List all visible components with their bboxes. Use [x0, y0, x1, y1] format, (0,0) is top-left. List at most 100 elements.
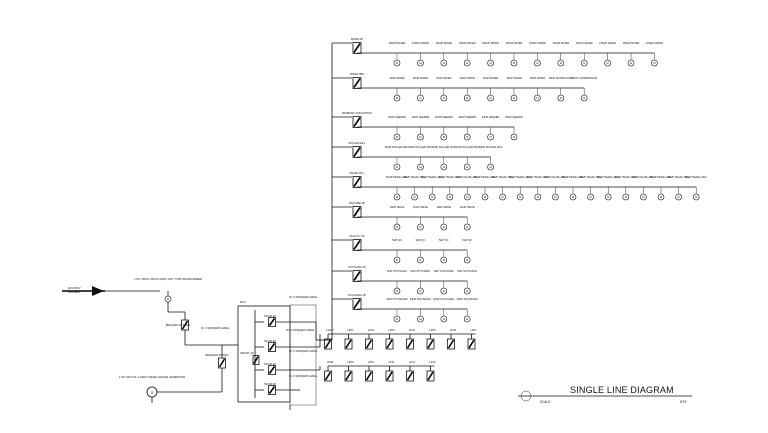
- motor-label: 10HP SIEVE: [460, 205, 475, 209]
- section-breaker-label: MIXER DBG: [350, 72, 365, 76]
- motor: M: [417, 223, 424, 231]
- motor-label: 50HP PEARL MILL: [404, 175, 427, 179]
- breaker-frame: [406, 338, 414, 350]
- breaker-blade: [253, 356, 259, 364]
- motor: M: [393, 287, 401, 295]
- motor-circle: [627, 59, 635, 67]
- transformer-label: 1 NO. 5MVA, 33KV/0.433KV, DRY TYPE TRANS…: [134, 277, 202, 281]
- motor-circle: [463, 133, 471, 141]
- motor: M: [393, 193, 401, 201]
- breaker-blade: [427, 339, 434, 349]
- motor-label: 150HP MIXER: [435, 41, 452, 45]
- breaker-blade: [268, 386, 276, 394]
- motor-symbol: M: [443, 225, 445, 229]
- breaker-frame: [324, 338, 332, 350]
- motor-circle: [411, 193, 418, 201]
- motor-label: 10HP SIEVE: [436, 205, 451, 209]
- motor-circle: [604, 59, 611, 67]
- row-label: LP04: [409, 328, 416, 332]
- utility-label-1: 11KV/33KV: [67, 286, 80, 290]
- motor-symbol: M: [536, 61, 538, 65]
- motor: M: [393, 256, 401, 264]
- motor-symbol: M: [630, 61, 632, 65]
- row-label: LP10: [368, 360, 375, 364]
- mcc-sub-3: MCCB 3P: [255, 362, 292, 375]
- motor: M: [463, 133, 471, 141]
- motor: M: [463, 223, 471, 231]
- motor-circle: [552, 193, 559, 201]
- motor-circle: [692, 193, 700, 201]
- motor-symbol: M: [431, 195, 433, 199]
- motor-label: 50HP ROLLER MILL: [432, 145, 457, 149]
- motor: M: [417, 287, 424, 295]
- motor-label: 150HP MIXER: [599, 41, 616, 45]
- motor-symbol: M: [607, 195, 609, 199]
- motor-circle: [510, 94, 518, 102]
- motor-symbol: M: [443, 61, 445, 65]
- motor-circle: [417, 133, 424, 141]
- incomer-breaker-label: BREAKER 3P 4000A: [166, 323, 191, 327]
- breaker-blade: [324, 339, 332, 349]
- motor-circle: [510, 133, 518, 141]
- motor-label: 150HP MIXER: [623, 41, 640, 45]
- scale-label: SCALE: [540, 400, 550, 404]
- motor: M: [557, 94, 565, 102]
- row-label: LP09: [347, 360, 354, 364]
- motor-label: 30HP MIXER: [483, 76, 499, 80]
- motor-circle: [428, 193, 436, 201]
- distribution-frame: [289, 304, 317, 406]
- motor-symbol: M: [396, 61, 398, 65]
- motor: M: [463, 256, 471, 264]
- motor: M: [393, 223, 401, 231]
- motor-circle: [557, 94, 565, 102]
- motor: M: [692, 193, 700, 201]
- breaker-blade: [386, 339, 393, 349]
- motor: M: [587, 193, 594, 201]
- motor-label: 30HP FEEDER: [412, 115, 430, 119]
- title-marker: [520, 390, 532, 402]
- motor-circle: [463, 223, 471, 231]
- motor: M: [534, 193, 542, 201]
- row-label: LIGHT: [326, 328, 334, 332]
- motor: M: [640, 193, 647, 201]
- motor-circle: [440, 94, 448, 102]
- motor-label: 5HP QC: [416, 238, 426, 242]
- motor-label: 50HP PEARL MILL: [685, 175, 708, 179]
- motor-symbol: M: [466, 225, 468, 229]
- motor-symbol: M: [414, 195, 416, 199]
- motor-circle: [440, 163, 448, 171]
- motor: M: [446, 193, 454, 201]
- motor-label: 50HP ROLLER MILL: [455, 145, 480, 149]
- motor-symbol: M: [443, 258, 445, 262]
- motor: M: [393, 59, 401, 67]
- motor: M: [569, 193, 577, 201]
- breaker-frame: [252, 355, 260, 365]
- motor-symbol: M: [583, 96, 585, 100]
- row-breaker: [344, 370, 353, 382]
- motor: M: [481, 193, 489, 201]
- motor-label: 50HP PEARL MILL: [650, 175, 673, 179]
- motor-symbol: M: [484, 195, 486, 199]
- breaker-blade: [365, 371, 373, 381]
- cable-note-3: 3C X 300SQMM CABLE: [286, 328, 314, 332]
- motor-circle: [393, 59, 401, 67]
- motor: M: [440, 315, 448, 323]
- motor-symbol: M: [466, 258, 468, 262]
- motor-circle: [417, 163, 424, 171]
- motor-symbol: M: [678, 195, 680, 199]
- motor: M: [510, 133, 518, 141]
- motor-circle: [534, 193, 542, 201]
- motor: M: [393, 163, 401, 171]
- motor-circle: [417, 256, 424, 264]
- transformer-symbol: M: [164, 295, 172, 303]
- motor-circle: [499, 193, 506, 201]
- motor: M: [417, 256, 424, 264]
- breaker-frame: [426, 370, 435, 382]
- motor-symbol: M: [490, 135, 492, 139]
- breaker-blade: [345, 339, 352, 349]
